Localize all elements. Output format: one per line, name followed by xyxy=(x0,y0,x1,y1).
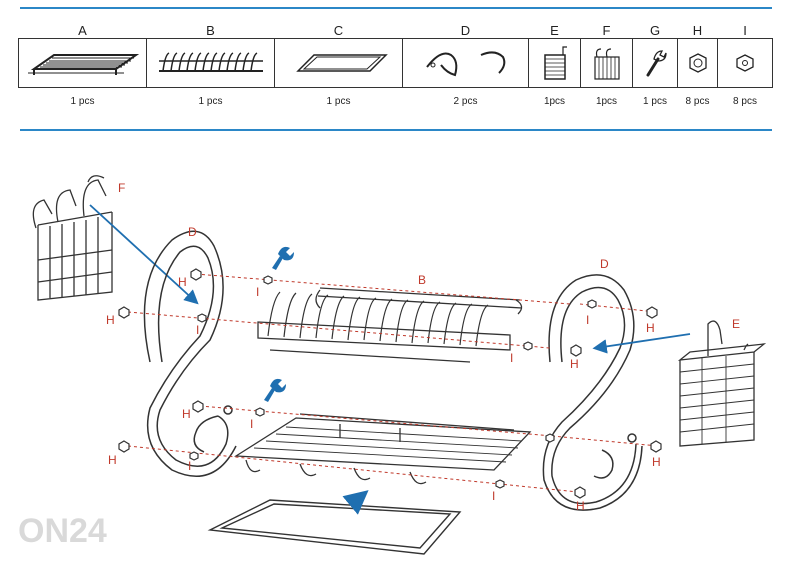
parts-qty-row: 1 pcs 1 pcs 1 pcs 2 pcs 1pcs 1pcs 1 pcs … xyxy=(19,88,773,115)
plate-rack-b xyxy=(257,287,523,363)
assembly-guides xyxy=(127,273,659,493)
hardware-labels: H I H I I H I H H I H H I I H xyxy=(106,275,661,513)
drip-tray-c xyxy=(207,499,462,555)
part-qty: 1pcs xyxy=(543,95,566,107)
part-cell-i xyxy=(717,38,773,88)
arrow-tray xyxy=(342,490,369,515)
part-letter: F xyxy=(602,22,611,38)
utensil-holder-icon xyxy=(543,46,567,80)
watermark: ON24 xyxy=(18,512,107,550)
wrench-icon xyxy=(646,50,667,77)
bolt xyxy=(574,486,586,499)
part-cell-f xyxy=(580,38,633,88)
left-side-frame-d xyxy=(143,230,237,477)
part-cell-g xyxy=(632,38,678,88)
assembly-diagram: F D D B xyxy=(18,175,767,555)
drip-tray-icon xyxy=(295,54,388,72)
nut xyxy=(189,451,199,461)
part-letter: E xyxy=(550,22,559,38)
label-h: H xyxy=(570,357,579,371)
part-qty: 8 pcs xyxy=(733,95,757,107)
arrow-f xyxy=(89,204,199,305)
part-qty: 1 pcs xyxy=(643,95,667,107)
label-d-right: D xyxy=(600,257,609,271)
part-letter: G xyxy=(649,22,661,38)
top-rule xyxy=(20,7,772,9)
label-h: H xyxy=(178,275,187,289)
part-letter: A xyxy=(78,22,87,38)
label-h: H xyxy=(182,407,191,421)
bolt xyxy=(646,306,658,319)
part-qty: 1 pcs xyxy=(70,95,95,107)
part-cell-d xyxy=(402,38,529,88)
part-letter: H xyxy=(692,22,703,38)
part-letter: I xyxy=(743,22,747,38)
label-h: H xyxy=(576,499,585,513)
part-letter: C xyxy=(333,22,344,38)
part-letter: B xyxy=(206,22,215,38)
part-qty: 1 pcs xyxy=(326,95,351,107)
label-i: I xyxy=(586,313,589,327)
label-i: I xyxy=(256,285,259,299)
bottom-rule xyxy=(20,129,772,131)
hardware xyxy=(118,268,662,499)
nut xyxy=(587,299,597,309)
bolt xyxy=(650,440,662,453)
side-frame-icon xyxy=(425,51,505,77)
label-f: F xyxy=(118,181,125,195)
part-cell-a xyxy=(18,38,147,88)
bolt xyxy=(192,400,204,413)
label-h: H xyxy=(646,321,655,335)
dish-rack-a xyxy=(233,413,532,485)
label-i: I xyxy=(492,489,495,503)
bolt xyxy=(118,440,130,453)
bolt xyxy=(570,344,582,357)
nut xyxy=(263,275,273,285)
part-qty: 8 pcs xyxy=(685,95,710,107)
label-h: H xyxy=(652,455,661,469)
parts-letter-row: A B C D E F G H I xyxy=(19,22,773,39)
utensil-holder-e xyxy=(677,320,767,447)
bolt-icon xyxy=(688,53,707,73)
cup-holder-icon xyxy=(593,48,620,80)
wrench-icon xyxy=(272,246,294,270)
part-qty: 2 pcs xyxy=(453,95,478,107)
nut xyxy=(523,341,533,351)
label-h: H xyxy=(106,313,115,327)
nut-icon xyxy=(736,54,754,72)
parts-table: A B C D E F G H I xyxy=(18,22,773,114)
part-cell-e xyxy=(528,38,581,88)
dish-rack-tier-icon xyxy=(27,54,139,75)
label-h: H xyxy=(108,453,117,467)
part-cell-b xyxy=(146,38,275,88)
right-side-frame-d xyxy=(542,274,643,511)
label-i: I xyxy=(196,323,199,337)
part-letter: D xyxy=(460,22,471,38)
wrench-icon xyxy=(264,378,286,402)
label-d-left: D xyxy=(188,225,197,239)
label-i: I xyxy=(188,459,191,473)
bolt xyxy=(118,306,130,319)
plate-rack-icon xyxy=(158,52,263,72)
label-b: B xyxy=(418,273,426,287)
label-i: I xyxy=(510,351,513,365)
nut xyxy=(545,433,555,443)
parts-image-row xyxy=(18,38,773,88)
bolt xyxy=(190,268,202,281)
nut xyxy=(495,479,505,489)
part-cell-h xyxy=(677,38,718,88)
label-i: I xyxy=(250,417,253,431)
label-e: E xyxy=(732,317,740,331)
cup-holder-f xyxy=(32,175,113,301)
part-cell-c xyxy=(274,38,403,88)
part-qty: 1 pcs xyxy=(198,95,223,107)
part-qty: 1pcs xyxy=(595,95,618,107)
nut xyxy=(255,407,265,417)
nut xyxy=(197,313,207,323)
arrow-e xyxy=(592,333,691,354)
